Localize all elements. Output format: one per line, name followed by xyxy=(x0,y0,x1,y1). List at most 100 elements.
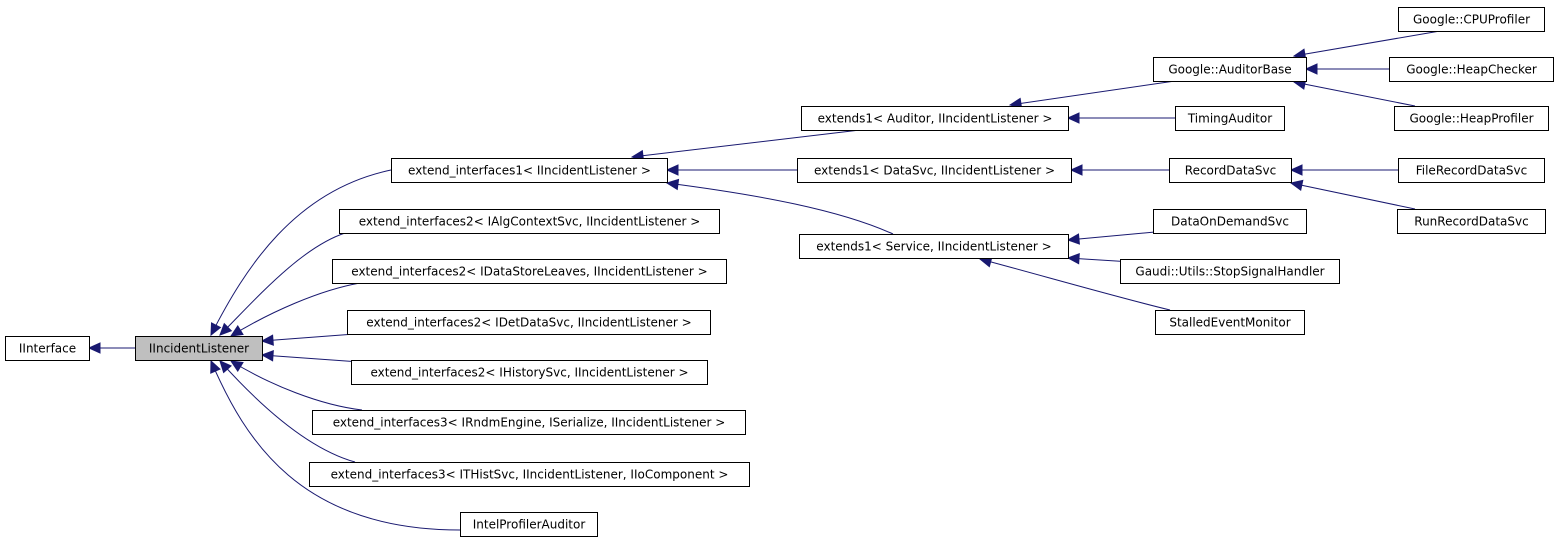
class-box xyxy=(1398,158,1545,183)
class-box xyxy=(799,234,1069,259)
class-label: extends1< Service, IIncidentListener > xyxy=(816,240,1051,254)
class-node-ext2_ihist[interactable]: extend_interfaces2< IHistorySvc, IIncide… xyxy=(351,360,708,385)
class-box xyxy=(801,106,1069,131)
inheritance-edge-ext2_ihist-to-iincidentlistener xyxy=(260,350,361,363)
class-node-ext3_ithist[interactable]: extend_interfaces3< ITHistSvc, IIncident… xyxy=(309,462,750,487)
class-label: DataOnDemandSvc xyxy=(1171,215,1289,229)
class-node-ext2_ids[interactable]: extend_interfaces2< IDataStoreLeaves, II… xyxy=(332,259,727,284)
edge-line xyxy=(1067,231,1156,241)
edge-line xyxy=(1290,182,1416,210)
edge-arrowhead xyxy=(219,360,232,374)
inheritance-edge-recorddatasvc-to-extends_datasvc xyxy=(1069,164,1169,176)
edge-line xyxy=(1009,80,1176,106)
class-box xyxy=(1389,57,1554,82)
class-box xyxy=(351,360,708,385)
class-label: RecordDataSvc xyxy=(1185,164,1276,178)
inheritance-edge-intel-to-iincidentlistener xyxy=(210,359,461,531)
class-node-ext2_ialg[interactable]: extend_interfaces2< IAlgContextSvc, IInc… xyxy=(339,209,720,234)
class-box xyxy=(391,158,668,183)
class-label: extend_interfaces3< ITHistSvc, IIncident… xyxy=(331,468,729,482)
class-node-ext2_idet[interactable]: extend_interfaces2< IDetDataSvc, IIncide… xyxy=(347,310,711,335)
class-node-recorddatasvc[interactable]: RecordDataSvc xyxy=(1169,158,1292,183)
inheritance-edge-cpuprofiler-to-auditorbase xyxy=(1292,30,1441,60)
class-label: Google::HeapProfiler xyxy=(1409,112,1533,126)
edge-line xyxy=(230,360,363,411)
class-box xyxy=(135,336,263,361)
class-box xyxy=(1153,209,1307,234)
edge-arrowhead xyxy=(210,322,222,337)
class-node-cpuprofiler[interactable]: Google::CPUProfiler xyxy=(1398,7,1545,32)
class-node-heapchecker[interactable]: Google::HeapChecker xyxy=(1389,57,1554,82)
class-label: extend_interfaces2< IHistorySvc, IIncide… xyxy=(370,366,688,380)
class-box xyxy=(1175,106,1285,131)
inheritance-edge-ext3_ithist-to-iincidentlistener xyxy=(219,360,356,463)
edge-arrowhead xyxy=(229,325,244,337)
edge-line xyxy=(1293,30,1441,57)
class-node-runrecord[interactable]: RunRecordDataSvc xyxy=(1397,209,1546,234)
class-box xyxy=(1398,7,1545,32)
inheritance-edge-auditorbase-to-extends_auditor xyxy=(1008,80,1176,110)
edge-arrowhead xyxy=(260,334,274,346)
class-box xyxy=(797,158,1072,183)
class-label: Gaudi::Utils::StopSignalHandler xyxy=(1135,265,1324,279)
class-node-iincidentlistener[interactable]: IIncidentListener xyxy=(135,336,263,361)
edge-arrowhead xyxy=(229,360,244,372)
class-box xyxy=(1120,259,1340,284)
edge-line xyxy=(979,258,1171,311)
class-node-iinterface[interactable]: IInterface xyxy=(5,336,90,361)
inheritance-edge-extends_auditor-to-ext1_iil xyxy=(630,129,861,162)
class-node-auditorbase[interactable]: Google::AuditorBase xyxy=(1153,57,1307,82)
class-label: FileRecordDataSvc xyxy=(1416,164,1528,178)
class-node-intel[interactable]: IntelProfilerAuditor xyxy=(460,512,598,537)
inheritance-edge-filerecord-to-recorddatasvc xyxy=(1289,164,1398,176)
class-label: extends1< DataSvc, IIncidentListener > xyxy=(814,164,1055,178)
class-node-ext1_iil[interactable]: extend_interfaces1< IIncidentListener > xyxy=(391,158,668,183)
inheritance-edge-extends_datasvc-to-ext1_iil xyxy=(665,164,797,176)
class-node-extends_datasvc[interactable]: extends1< DataSvc, IIncidentListener > xyxy=(797,158,1072,183)
inheritance-edge-ext1_iil-to-iincidentlistener xyxy=(210,169,392,337)
class-node-dataondemand[interactable]: DataOnDemandSvc xyxy=(1153,209,1307,234)
class-box xyxy=(5,336,90,361)
class-box xyxy=(1394,106,1549,131)
inheritance-edge-timingauditor-to-extends_auditor xyxy=(1066,112,1175,124)
class-node-timingauditor[interactable]: TimingAuditor xyxy=(1175,106,1285,131)
edge-line xyxy=(261,333,356,342)
edge-arrowhead xyxy=(1069,164,1083,176)
class-label: extend_interfaces2< IDetDataSvc, IIncide… xyxy=(366,316,691,330)
edge-line xyxy=(210,169,392,336)
edge-line xyxy=(210,360,461,531)
class-box xyxy=(347,310,711,335)
edge-arrowhead xyxy=(260,350,274,362)
inheritance-edge-ext2_ids-to-iincidentlistener xyxy=(229,282,361,337)
class-label: extend_interfaces1< IIncidentListener > xyxy=(408,164,651,178)
class-box xyxy=(1153,57,1307,82)
class-box xyxy=(339,209,720,234)
class-node-ext3_irndm[interactable]: extend_interfaces3< IRndmEngine, ISerial… xyxy=(312,410,746,435)
inheritance-edge-runrecord-to-recorddatasvc xyxy=(1289,179,1416,210)
inheritance-edge-dataondemand-to-extends_service xyxy=(1066,231,1156,245)
class-node-stopsignal[interactable]: Gaudi::Utils::StopSignalHandler xyxy=(1120,259,1340,284)
class-node-stalled[interactable]: StalledEventMonitor xyxy=(1155,310,1305,335)
class-node-filerecord[interactable]: FileRecordDataSvc xyxy=(1398,158,1545,183)
inheritance-edge-ext2_ialg-to-iincidentlistener xyxy=(219,232,346,336)
class-label: IIncidentListener xyxy=(149,342,249,356)
edge-line xyxy=(219,232,346,336)
edge-arrowhead xyxy=(665,164,679,176)
inheritance-edge-heapchecker-to-auditorbase xyxy=(1304,63,1389,75)
class-label: IInterface xyxy=(19,342,76,356)
class-label: RunRecordDataSvc xyxy=(1414,215,1528,229)
class-label: Google::CPUProfiler xyxy=(1413,13,1530,27)
class-box xyxy=(1155,310,1305,335)
edge-line xyxy=(666,182,894,235)
class-label: extend_interfaces3< IRndmEngine, ISerial… xyxy=(333,416,726,430)
class-label: TimingAuditor xyxy=(1187,112,1272,126)
class-node-extends_auditor[interactable]: extends1< Auditor, IIncidentListener > xyxy=(801,106,1069,131)
inheritance-edge-heapprofiler-to-auditorbase xyxy=(1292,78,1416,107)
class-label: IntelProfilerAuditor xyxy=(473,518,586,532)
class-node-heapprofiler[interactable]: Google::HeapProfiler xyxy=(1394,106,1549,131)
class-box xyxy=(460,512,598,537)
class-node-extends_service[interactable]: extends1< Service, IIncidentListener > xyxy=(799,234,1069,259)
edge-arrowhead xyxy=(1304,63,1318,75)
class-label: Google::AuditorBase xyxy=(1168,63,1291,77)
edge-line xyxy=(230,282,361,337)
